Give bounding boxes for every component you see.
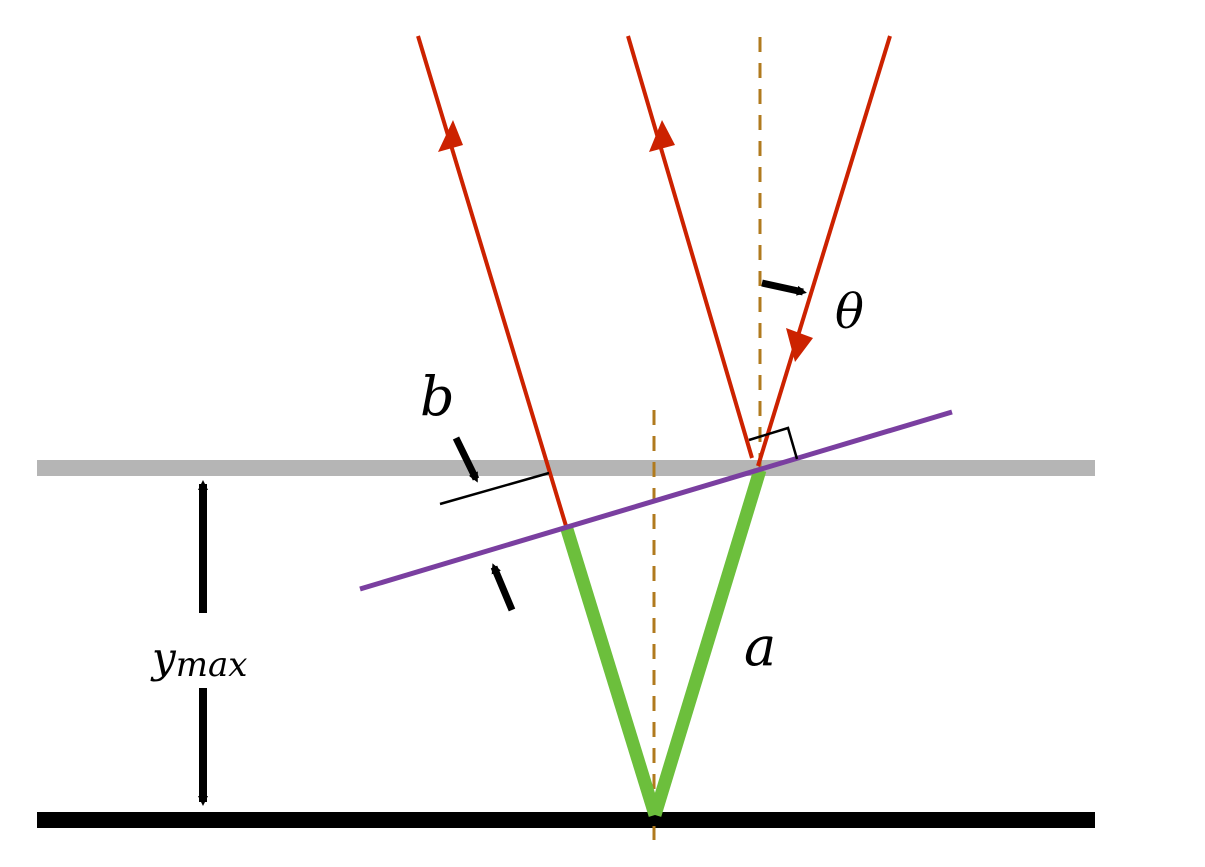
right-angle-marker xyxy=(748,426,799,460)
label-ymax-base: y xyxy=(150,633,177,682)
ray-arrow-left xyxy=(438,120,463,152)
width-b-tick xyxy=(439,471,550,506)
ray-outgoing-left xyxy=(416,35,568,527)
ray-incoming-right xyxy=(756,35,892,467)
ray-outgoing-middle xyxy=(626,35,754,459)
path-segment-left xyxy=(559,524,662,817)
path-segment-right xyxy=(648,468,767,817)
label-theta: θ xyxy=(835,284,864,340)
label-a: a xyxy=(744,615,776,678)
label-ymax: ymax xyxy=(150,633,247,685)
label-b: b xyxy=(420,365,455,428)
ray-arrow-middle xyxy=(649,120,675,152)
theta-arrow xyxy=(761,279,807,296)
ray-arrow-right xyxy=(786,328,813,362)
width-b-arrow-top xyxy=(452,436,480,483)
label-ymax-subscript: max xyxy=(176,645,248,685)
wavefront-line xyxy=(359,409,953,592)
width-b-arrow-bottom xyxy=(490,563,516,612)
